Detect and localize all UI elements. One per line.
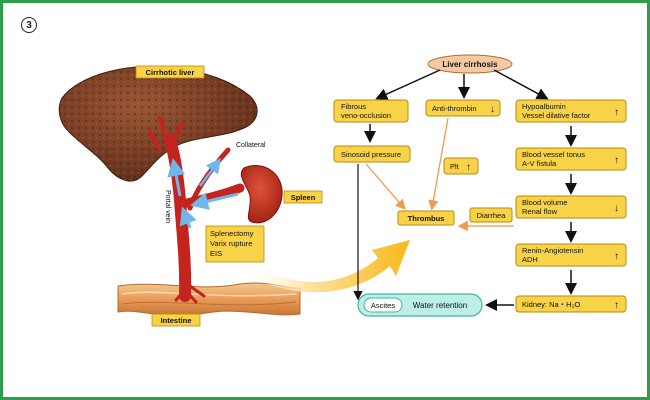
up-arrow-icon: ↑ (614, 251, 619, 262)
portal-vein-vessels (148, 116, 245, 304)
box-fibrous-veno-occlusion: Fibrous veno-occlusion (333, 99, 409, 123)
arrow-root-to-hypoalbumin (493, 69, 549, 100)
fibrous-line-1: Fibrous (341, 102, 366, 111)
right-col-line: A-V fistula (522, 159, 557, 168)
box-thrombus: Thrombus (397, 210, 455, 226)
arrow-root-to-fibrous (375, 69, 441, 100)
arrow-antithrombin-to-thrombus (428, 117, 449, 211)
thrombus-label: Thrombus (408, 214, 445, 223)
arrow-sinusoid-to-thrombus (365, 163, 406, 210)
liver (58, 65, 258, 182)
fibrous-line-2: veno-occlusion (341, 111, 391, 120)
label-procedures: Splenectomy Varix rupture EIS (205, 225, 265, 263)
down-arrow-icon: ↓ (614, 203, 619, 214)
sinusoid-label: Sinosoid pressure (341, 150, 401, 159)
root-label: Liver cirrhosis (442, 60, 498, 69)
plt-label: Plt (450, 162, 460, 171)
up-arrow-icon: ↑ (466, 162, 471, 173)
procedure-eis: EIS (210, 249, 222, 258)
up-arrow-icon: ↑ (614, 300, 619, 311)
procedure-varix-rupture: Varix rupture (210, 239, 252, 248)
right-col-line: Hypoalbumin (522, 102, 566, 111)
label-collateral: Collateral (236, 142, 266, 149)
diarrhea-label: Diarrhea (477, 211, 507, 220)
label-portal-vein: Portal vein (164, 190, 171, 223)
down-arrow-icon: ↓ (490, 104, 495, 115)
box-plt: Plt ↑ (443, 157, 479, 175)
spleen-text: Spleen (291, 193, 316, 202)
anti-thrombin-label: Anti-thrombin (432, 104, 477, 113)
right-col-box: Kidney: Na・H₂O ↑ (515, 295, 627, 313)
root-node-liver-cirrhosis: Liver cirrhosis (427, 54, 513, 74)
ascites-label: Ascites (371, 301, 395, 310)
label-cirrhotic-liver: Cirrhotic liver (135, 65, 205, 79)
procedure-splenectomy: Splenectomy (210, 229, 254, 238)
up-arrow-icon: ↑ (614, 107, 619, 118)
intestine (117, 282, 301, 317)
right-col-line: Renal flow (522, 207, 558, 216)
spleen (240, 165, 283, 224)
up-arrow-icon: ↑ (614, 155, 619, 166)
right-col-line: ADH (522, 255, 538, 264)
right-col-line: Blood volume (522, 198, 567, 207)
right-col-line: Renin-Angiotensin (522, 246, 583, 255)
box-diarrhea: Diarrhea (469, 207, 513, 223)
cirrhotic-liver-text: Cirrhotic liver (146, 68, 195, 77)
box-sinusoid-pressure: Sinosoid pressure (333, 145, 411, 163)
right-col-line: Vessel dilative factor (522, 111, 591, 120)
right-col-line: Blood vessel tonus (522, 150, 585, 159)
big-transition-arrow (240, 240, 410, 293)
right-col-line: Kidney: Na・H₂O (522, 300, 581, 309)
label-intestine: Intestine (151, 313, 201, 327)
result-water-retention: Ascites Water retention (357, 293, 483, 317)
intestine-text: Intestine (161, 316, 192, 325)
label-spleen: Spleen (283, 190, 323, 204)
box-anti-thrombin: Anti-thrombin ↓ (425, 99, 501, 117)
panel-number-badge: 3 (21, 17, 37, 33)
water-retention-label: Water retention (413, 301, 467, 310)
